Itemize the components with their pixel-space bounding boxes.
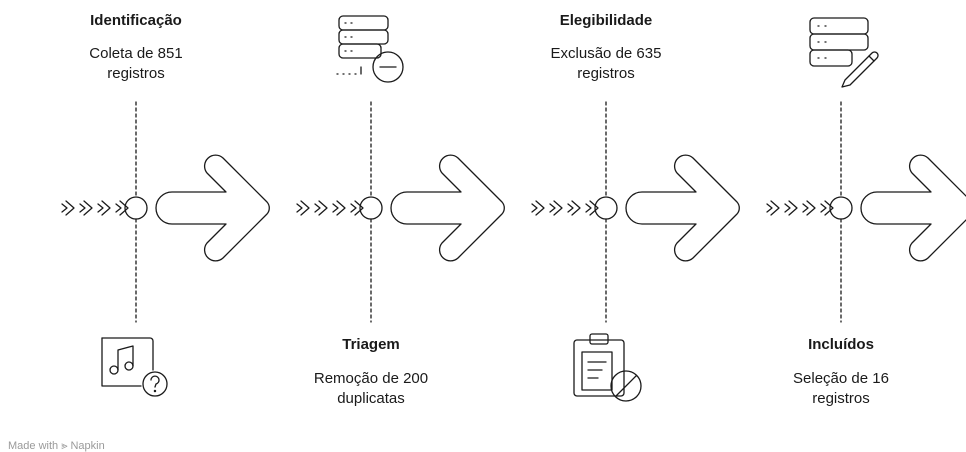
chevrons-icon [531, 200, 599, 216]
stage-4-connector [766, 101, 966, 323]
stage-1-connector [61, 101, 270, 323]
stage-title-identificacao: Identificação [90, 12, 182, 29]
clipboard-blocked-icon [573, 333, 642, 402]
database-edit-icon [809, 17, 879, 88]
chevrons-icon [766, 200, 834, 216]
stage-desc-incluidos: Seleção de 16 registros [793, 370, 889, 407]
stage-desc-identificacao: Coleta de 851 registros [89, 45, 183, 82]
big-arrow-icon [625, 154, 740, 262]
big-arrow-icon [390, 154, 505, 262]
big-arrow-icon [155, 154, 270, 262]
stage-2-connector [296, 101, 505, 323]
stage-title-elegibilidade: Elegibilidade [559, 12, 653, 29]
database-remove-icon [336, 15, 404, 83]
made-with-napkin-footer: Made with ⪢ Napkin [8, 440, 105, 452]
chevrons-icon [61, 200, 129, 216]
stage-title-triagem: Triagem [342, 336, 400, 353]
stage-desc-elegibilidade: Exclusão de 635 registros [550, 45, 662, 82]
music-file-question-icon [101, 337, 168, 397]
big-arrow-icon [860, 154, 966, 262]
chevrons-icon [296, 200, 364, 216]
stage-3-connector [531, 101, 740, 323]
stage-title-incluidos: Incluídos [808, 336, 874, 353]
stage-desc-triagem: Remoção de 200 duplicatas [313, 370, 429, 407]
